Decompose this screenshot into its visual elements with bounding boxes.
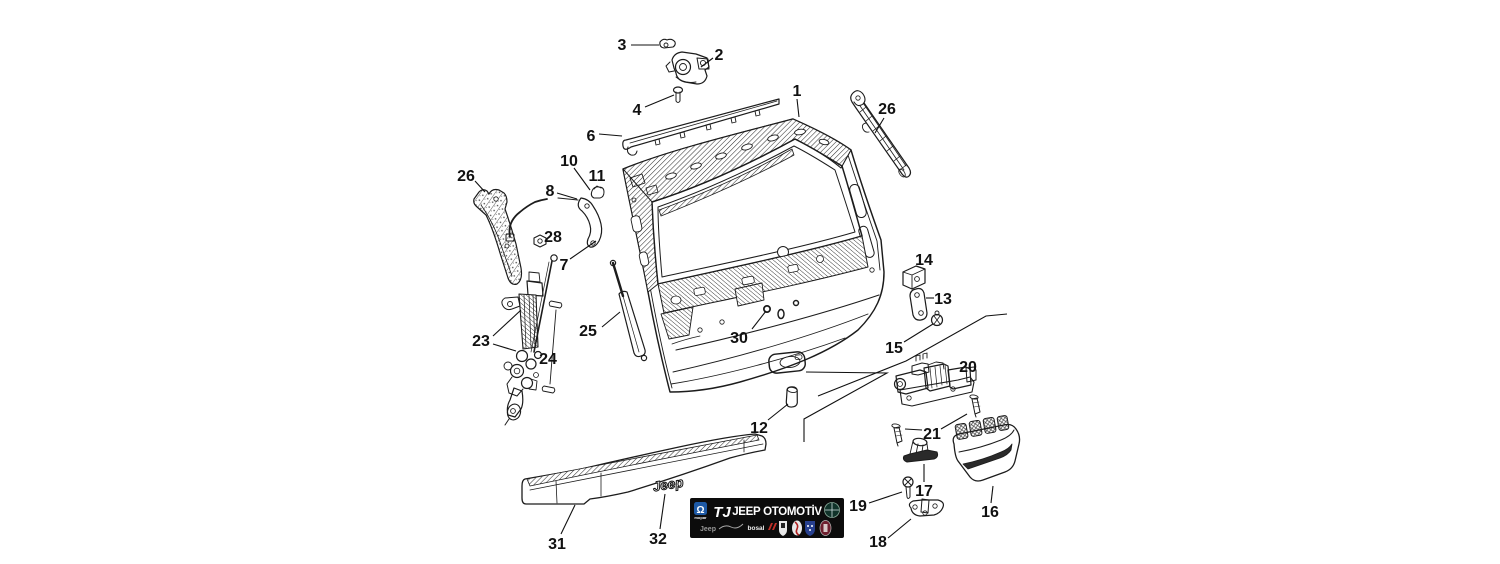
svg-text:bosal: bosal: [748, 525, 765, 532]
svg-text:14: 14: [915, 252, 933, 269]
svg-text:18: 18: [869, 534, 887, 551]
svg-text:19: 19: [849, 498, 867, 515]
svg-text:23: 23: [472, 333, 490, 350]
svg-text:13: 13: [934, 291, 952, 308]
svg-text:JEEP OTOMOTİV: JEEP OTOMOTİV: [732, 505, 822, 518]
svg-text:2: 2: [715, 47, 724, 64]
svg-text:7: 7: [560, 257, 569, 274]
svg-text:1: 1: [793, 83, 802, 100]
svg-text:26: 26: [878, 101, 896, 118]
svg-text:Jeep: Jeep: [652, 475, 685, 495]
svg-text:11: 11: [589, 168, 606, 185]
svg-text:25: 25: [579, 323, 597, 340]
svg-text:3: 3: [618, 37, 627, 54]
svg-text:12: 12: [750, 420, 768, 437]
svg-text:30: 30: [730, 330, 748, 347]
svg-text:20: 20: [959, 359, 977, 376]
svg-text:mopar: mopar: [694, 515, 707, 520]
svg-text:4: 4: [633, 102, 642, 119]
svg-text:TJ: TJ: [713, 504, 731, 521]
svg-text:Ω: Ω: [696, 505, 704, 516]
svg-text:15: 15: [885, 340, 903, 357]
svg-text:31: 31: [548, 536, 566, 553]
svg-text:24: 24: [539, 351, 557, 368]
svg-text:26: 26: [457, 168, 475, 185]
svg-text:21: 21: [923, 426, 941, 443]
svg-text:17: 17: [915, 483, 933, 500]
svg-text:28: 28: [544, 229, 562, 246]
svg-text:Jeep: Jeep: [700, 526, 716, 533]
svg-text:16: 16: [981, 504, 999, 521]
svg-text:10: 10: [560, 153, 578, 170]
svg-text:32: 32: [649, 531, 667, 548]
svg-text:6: 6: [587, 128, 596, 145]
svg-text:8: 8: [546, 183, 555, 200]
